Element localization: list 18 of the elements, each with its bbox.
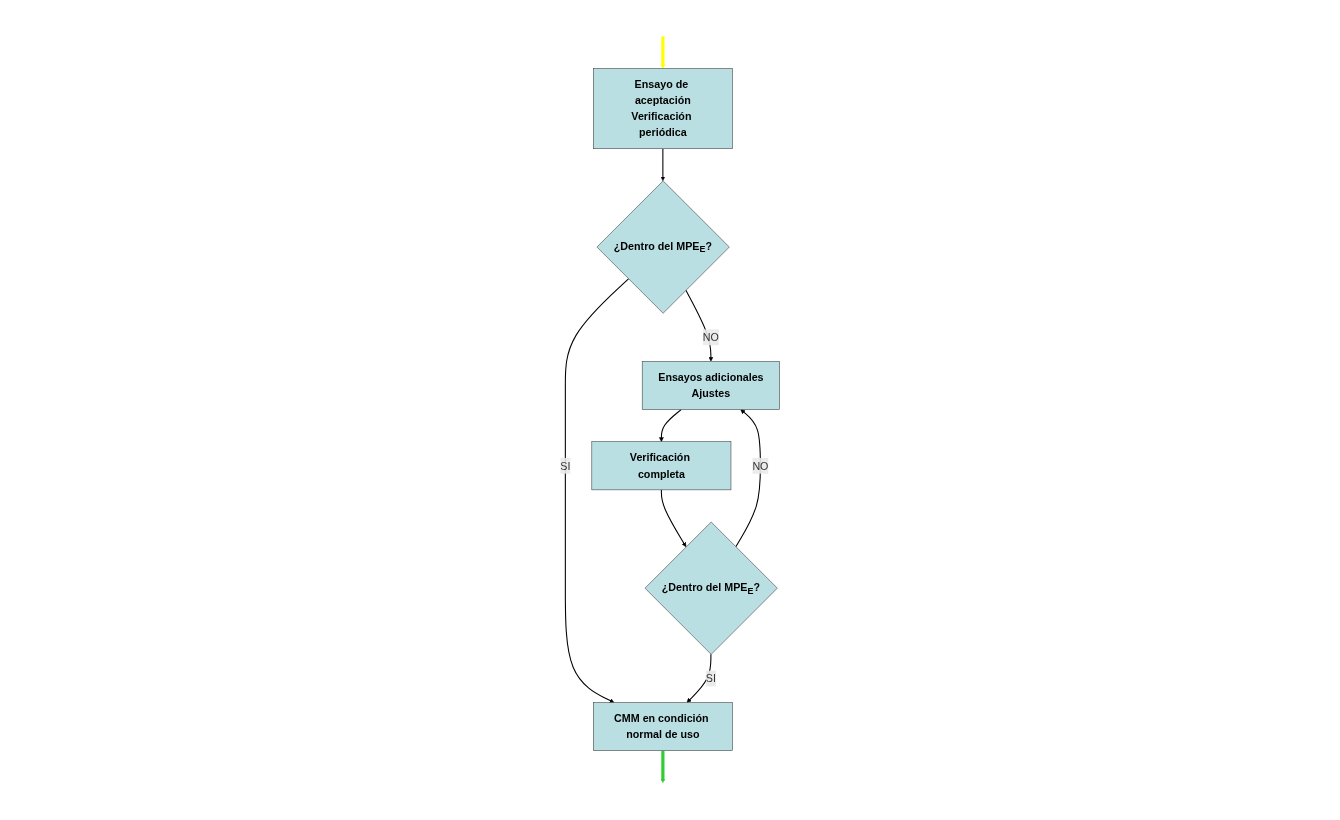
node-box: Verificación completa bbox=[591, 441, 732, 491]
node-diamond: ¿Dentro del MPE$_{E}$? bbox=[644, 522, 778, 656]
edge-label: NO bbox=[752, 460, 769, 473]
node-box: CMM en condición normal de uso bbox=[593, 702, 733, 752]
edge-label: NO bbox=[702, 331, 719, 344]
arrow bbox=[659, 409, 682, 443]
edge-label: SI bbox=[560, 460, 571, 473]
arrow bbox=[660, 489, 687, 548]
arrow bbox=[735, 409, 761, 548]
arrow bbox=[660, 148, 666, 182]
edge-label: SI bbox=[705, 672, 716, 685]
arrow bbox=[564, 278, 630, 704]
node-box: Ensayo de aceptación Verificación periódica bbox=[593, 68, 733, 150]
arrow bbox=[660, 36, 666, 70]
node-diamond: ¿Dentro del MPE$_{E}$? bbox=[596, 181, 730, 314]
arrow bbox=[660, 751, 666, 784]
arrow bbox=[685, 290, 714, 363]
node-box: Ensayos adicionales Ajustes bbox=[641, 361, 780, 411]
